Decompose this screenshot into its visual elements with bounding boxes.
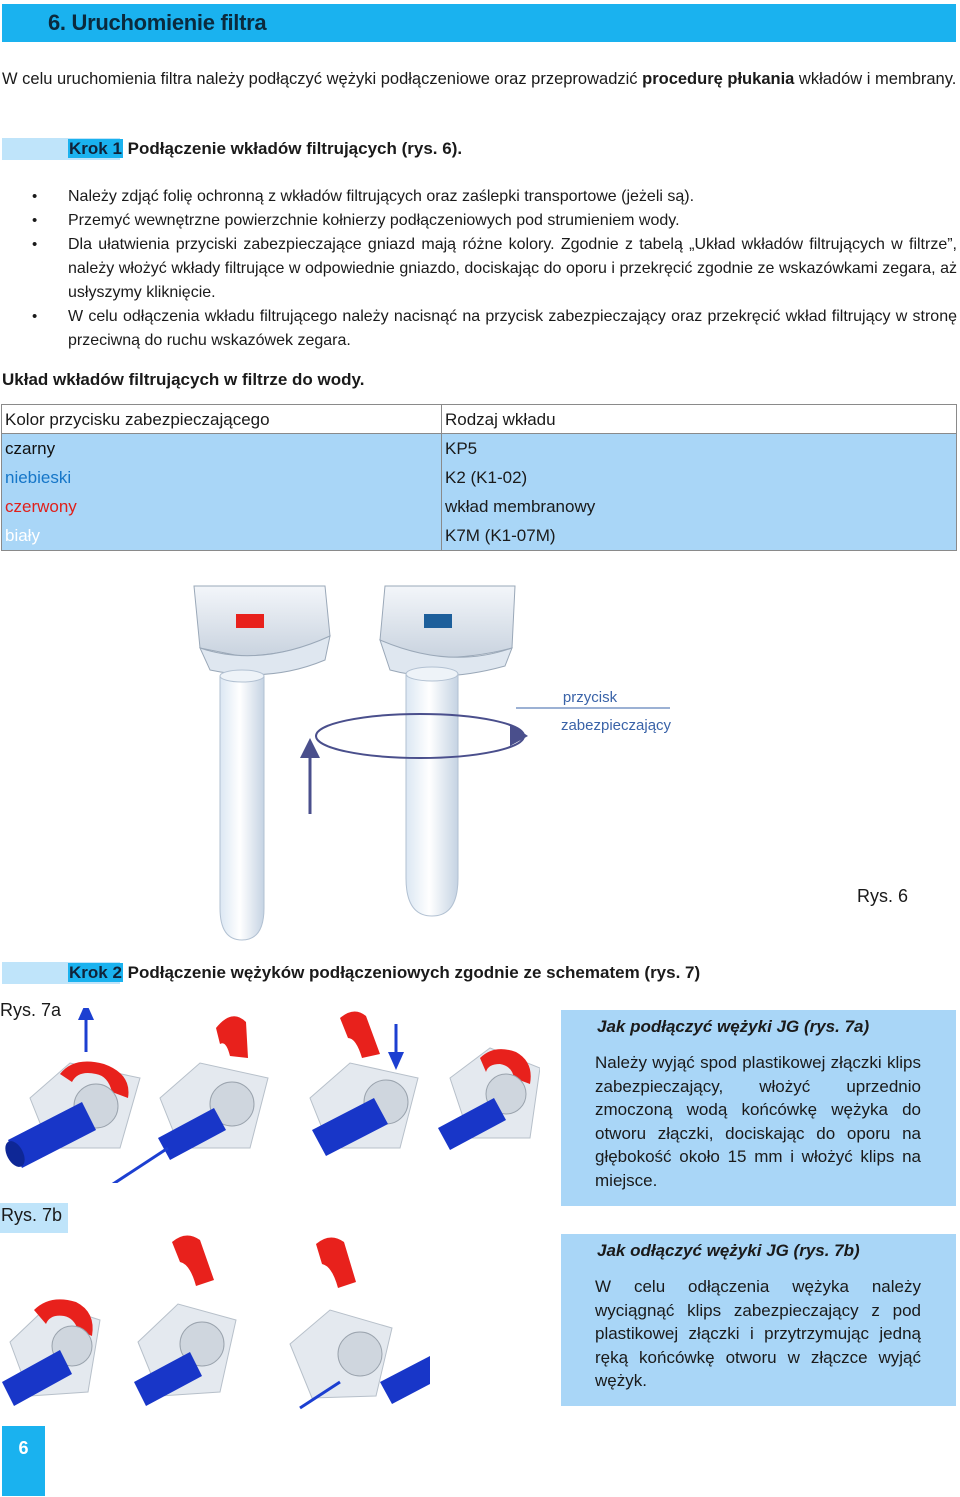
connect-box-text: Należy wyjąć spod plastikowej złączki kl…: [595, 1053, 921, 1190]
blue-tube-icon: [8, 1102, 96, 1168]
disconnect-instructions-box: Jak odłączyć wężyki JG (rys. 7b) W celu …: [561, 1234, 956, 1406]
blue-tube-icon: [2, 1350, 72, 1406]
disconnect-step-2: [134, 1235, 237, 1406]
blue-tube-icon: [438, 1098, 506, 1150]
cartridge-cell: KP5: [445, 439, 478, 458]
button-color-cell: biały: [2, 521, 442, 550]
intro-paragraph: W celu uruchomienia filtra należy podłąc…: [2, 68, 957, 91]
connector-step-1: [5, 1008, 141, 1168]
table-row: biały K7M (K1-07M): [2, 521, 956, 550]
figure6-label-line2: zabezpieczający: [561, 717, 672, 734]
step1-krok: Krok 1: [68, 139, 123, 158]
step2-heading: Krok 2 Podłączenie wężyków podłączeniowy…: [68, 962, 700, 984]
table-title: Układ wkładów filtrujących w filtrze do …: [2, 370, 365, 389]
figure7a-caption: Rys. 7a: [0, 1000, 62, 1020]
list-item: Dla ułatwienia przyciski zabezpieczające…: [30, 233, 957, 305]
step1-title: Podłączenie wkładów filtrujących (rys. 6…: [122, 139, 463, 158]
step1-heading: Krok 1 Podłączenie wkładów filtrujących …: [68, 138, 462, 160]
list-item: Należy zdjąć folię ochronną z wkładów fi…: [30, 185, 957, 209]
disconnect-step-3: [289, 1237, 430, 1410]
button-color-cell: czerwony: [2, 492, 442, 521]
red-clip-icon: [316, 1237, 356, 1288]
connect-tube-illustration: [5, 1008, 540, 1183]
table-header-cell: Kolor przycisku zabezpieczającego: [2, 405, 442, 433]
table-header-row: Kolor przycisku zabezpieczającego Rodzaj…: [2, 405, 956, 434]
instruction-list: Należy zdjąć folię ochronną z wkładów fi…: [30, 185, 957, 353]
blue-tube-icon: [312, 1098, 388, 1156]
arrow-head-icon: [300, 738, 320, 758]
cartridge-cell: K2 (K1-02): [445, 468, 528, 487]
disconnect-step-1: [2, 1299, 101, 1406]
red-clip-icon: [172, 1235, 214, 1286]
section-header: 6. Uruchomienie filtra: [2, 4, 956, 42]
blue-tube-icon: [380, 1356, 430, 1404]
figure7b-caption: Rys. 7b: [0, 1203, 69, 1233]
blue-tube-icon: [158, 1108, 226, 1160]
step2-title: Podłączenie wężyków podłączeniowych zgod…: [122, 963, 701, 982]
connector-step-3: [309, 1011, 419, 1156]
disconnect-box-title: Jak odłączyć wężyki JG (rys. 7b): [597, 1241, 860, 1260]
blue-lock-button: [424, 614, 452, 628]
page-number: 6: [2, 1426, 45, 1496]
cartridge-cell: wkład membranowy: [445, 497, 596, 516]
figure6-caption: Rys. 6: [857, 886, 909, 906]
filter-cartridges-illustration: przycisk zabezpieczający: [193, 585, 672, 941]
step2-krok: Krok 2: [68, 963, 123, 982]
intro-emphasis: procedurę płukania: [642, 70, 795, 88]
table-row: czarny KP5: [2, 434, 956, 463]
arrow-head-icon: [388, 1052, 404, 1070]
red-clip-icon: [216, 1016, 248, 1058]
table-row: czerwony wkład membranowy: [2, 492, 956, 521]
button-color-cell: niebieski: [2, 463, 442, 492]
right-cartridge: [315, 585, 528, 917]
disconnect-tube-illustration: [2, 1235, 430, 1410]
table-header-cell: Rodzaj wkładu: [445, 410, 556, 429]
left-cartridge: [193, 585, 331, 941]
red-clip-icon: [340, 1011, 380, 1058]
connector-step-2: [111, 1016, 269, 1183]
cartridge-table: Kolor przycisku zabezpieczającego Rodzaj…: [1, 404, 957, 551]
table-row: niebieski K2 (K1-02): [2, 463, 956, 492]
red-clip-icon: [480, 1049, 531, 1084]
blue-tube-icon: [134, 1352, 202, 1406]
rotation-arrow-head-icon: [510, 724, 528, 746]
connect-instructions-box: Jak podłączyć wężyki JG (rys. 7a) Należy…: [561, 1010, 956, 1206]
list-item: W celu odłączenia wkładu filtrującego na…: [30, 305, 957, 353]
intro-text-end: wkładów i membrany.: [794, 70, 957, 88]
connect-box-title: Jak podłączyć wężyki JG (rys. 7a): [597, 1017, 870, 1036]
cartridge-cell: K7M (K1-07M): [445, 526, 556, 545]
intro-text-start: W celu uruchomienia filtra należy podłąc…: [2, 70, 643, 88]
connector-step-4: [438, 1047, 540, 1150]
button-color-cell: czarny: [2, 434, 442, 463]
red-lock-button: [236, 614, 264, 628]
section-title: 6. Uruchomienie filtra: [48, 10, 267, 35]
table-body: czarny KP5 niebieski K2 (K1-02) czerwony…: [2, 434, 956, 550]
red-clip-icon: [60, 1061, 129, 1098]
diagonal-arrow-icon: [111, 1146, 169, 1183]
figure6-label-line1: przycisk: [563, 689, 618, 706]
arrow-head-icon: [78, 1008, 94, 1020]
diagonal-arrow-icon: [299, 1380, 341, 1410]
list-item: Przemyć wewnętrzne powierzchnie kołnierz…: [30, 209, 957, 233]
disconnect-box-text: W celu odłączenia wężyka należy wyciągną…: [595, 1277, 921, 1390]
